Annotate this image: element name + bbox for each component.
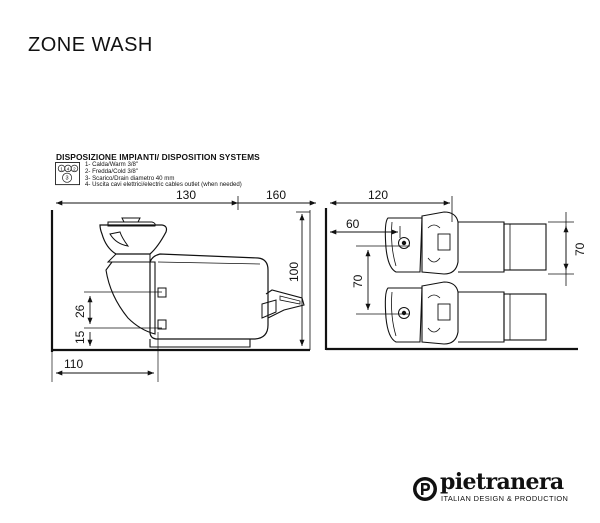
disposition-item-cables: 4- Uscita cavi elettrici/electric cables… (85, 181, 242, 189)
dim-15-label: 15 (73, 330, 87, 344)
disposition-symbol-icon: 1 4 2 3 (55, 162, 81, 186)
disposition-item-cold: 2- Fredda/Cold 3/8" (85, 167, 138, 175)
side-view (50, 196, 316, 382)
disposition-heading: DISPOSIZIONE IMPIANTI/ DISPOSITION SYSTE… (56, 152, 260, 162)
dim-70-spacing-label: 70 (351, 274, 365, 288)
dim-130-label: 130 (176, 188, 196, 202)
unit-top-2 (384, 281, 547, 345)
disposition-item-hot: 1- Calda/Warm 3/8" (85, 161, 139, 168)
pedestal (105, 261, 156, 335)
symbol-3: 3 (66, 176, 69, 182)
chair-base (149, 339, 251, 348)
dim-120-label: 120 (368, 188, 388, 202)
disposition-item-drain: 3- Scarico/Drain diametro 40 mm (85, 174, 175, 182)
symbol-1: 1 (60, 166, 63, 171)
dim-60-label: 60 (346, 217, 360, 231)
unit-top-1 (384, 211, 547, 275)
symbol-2: 2 (73, 166, 76, 171)
top-view (324, 196, 578, 351)
dim-26-label: 26 (73, 304, 87, 318)
chair-body (149, 253, 269, 340)
dim-70-width-label: 70 (573, 242, 587, 256)
basin (99, 224, 168, 255)
symbol-4: 4 (67, 166, 70, 171)
pietranera-logo-icon (413, 477, 437, 501)
page-title: ZONE WASH (28, 34, 153, 56)
dim-110-label: 110 (64, 357, 83, 371)
brand-name: pietranera (440, 469, 564, 495)
brand-tagline: ITALIAN DESIGN & PRODUCTION (441, 494, 569, 503)
dim-160-label: 160 (266, 188, 286, 202)
disposition-list: 1- Calda/Warm 3/8" 2- Fredda/Cold 3/8" 3… (85, 161, 242, 189)
dim-100-label: 100 (287, 262, 301, 282)
